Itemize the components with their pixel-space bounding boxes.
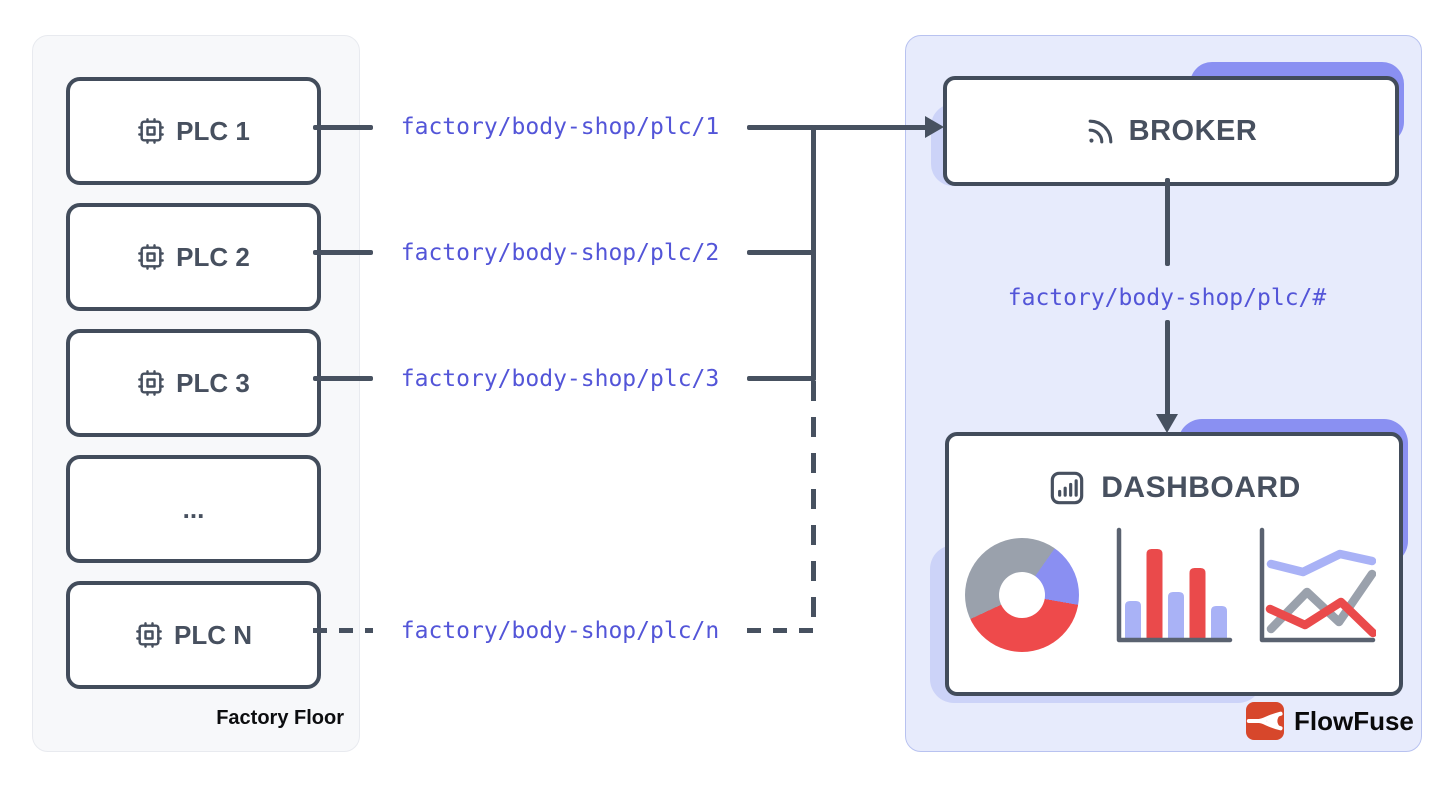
connector-plc2-to-bus: [747, 250, 816, 255]
donut-hole: [999, 572, 1045, 618]
connector-plc1-to-broker: [747, 125, 927, 130]
dashboard-label: DASHBOARD: [1101, 471, 1301, 504]
dashboard-box: DASHBOARD: [945, 432, 1403, 696]
plc-label: ...: [182, 493, 205, 524]
plc-label: PLC 2: [176, 241, 250, 272]
bus-vertical-dashed: [811, 381, 816, 633]
cpu-icon: [138, 118, 165, 144]
connector-plc1-stub: [313, 125, 373, 130]
topic-plc-n: factory/body-shop/plc/n: [400, 618, 720, 644]
bar-chart: [1116, 527, 1233, 643]
cpu-icon: [138, 370, 165, 396]
connector-plcn-to-bus-dashed: [747, 628, 816, 633]
cpu-icon: [138, 244, 165, 270]
topic-wildcard: factory/body-shop/plc/#: [1007, 285, 1327, 311]
plc-2-box: PLC 2: [66, 203, 321, 311]
bar-chart-icon: [1051, 471, 1084, 505]
donut-chart: [965, 538, 1079, 652]
plc-label: PLC N: [174, 619, 252, 650]
topic-plc-1: factory/body-shop/plc/1: [400, 114, 720, 140]
connector-plc3-stub: [313, 376, 373, 381]
dashboard-title: DASHBOARD: [949, 468, 1399, 508]
broker-label: BROKER: [1128, 114, 1258, 147]
rss-icon: [1088, 119, 1113, 143]
broker-to-dashboard-line-bottom: [1165, 320, 1170, 416]
plc-1-box: PLC 1: [66, 77, 321, 185]
flowfuse-logo-icon: [1246, 702, 1284, 740]
plc-label: PLC 3: [176, 367, 250, 398]
topic-plc-3: factory/body-shop/plc/3: [400, 366, 720, 392]
topic-plc-2: factory/body-shop/plc/2: [400, 240, 720, 266]
flowfuse-label: FlowFuse: [1294, 706, 1414, 736]
plc-ellipsis-box: ...: [66, 455, 321, 563]
bus-vertical-solid: [811, 125, 816, 381]
arrowhead-into-broker: [925, 116, 944, 138]
cpu-icon: [136, 622, 162, 648]
line-chart: [1259, 527, 1376, 643]
arrowhead-into-dashboard: [1156, 414, 1178, 433]
plc-n-box: PLC N: [66, 581, 321, 689]
plc-3-box: PLC 3: [66, 329, 321, 437]
connector-plc3-to-bus: [747, 376, 816, 381]
plc-label: PLC 1: [176, 115, 250, 146]
line-chart-axes: [1259, 527, 1376, 643]
broker-box: BROKER: [943, 76, 1399, 186]
connector-plcn-stub-dashed: [313, 628, 373, 633]
broker-to-dashboard-line-top: [1165, 178, 1170, 266]
connector-plc2-stub: [313, 250, 373, 255]
factory-floor-label: Factory Floor: [216, 707, 344, 729]
bar-chart-axes: [1116, 527, 1233, 643]
